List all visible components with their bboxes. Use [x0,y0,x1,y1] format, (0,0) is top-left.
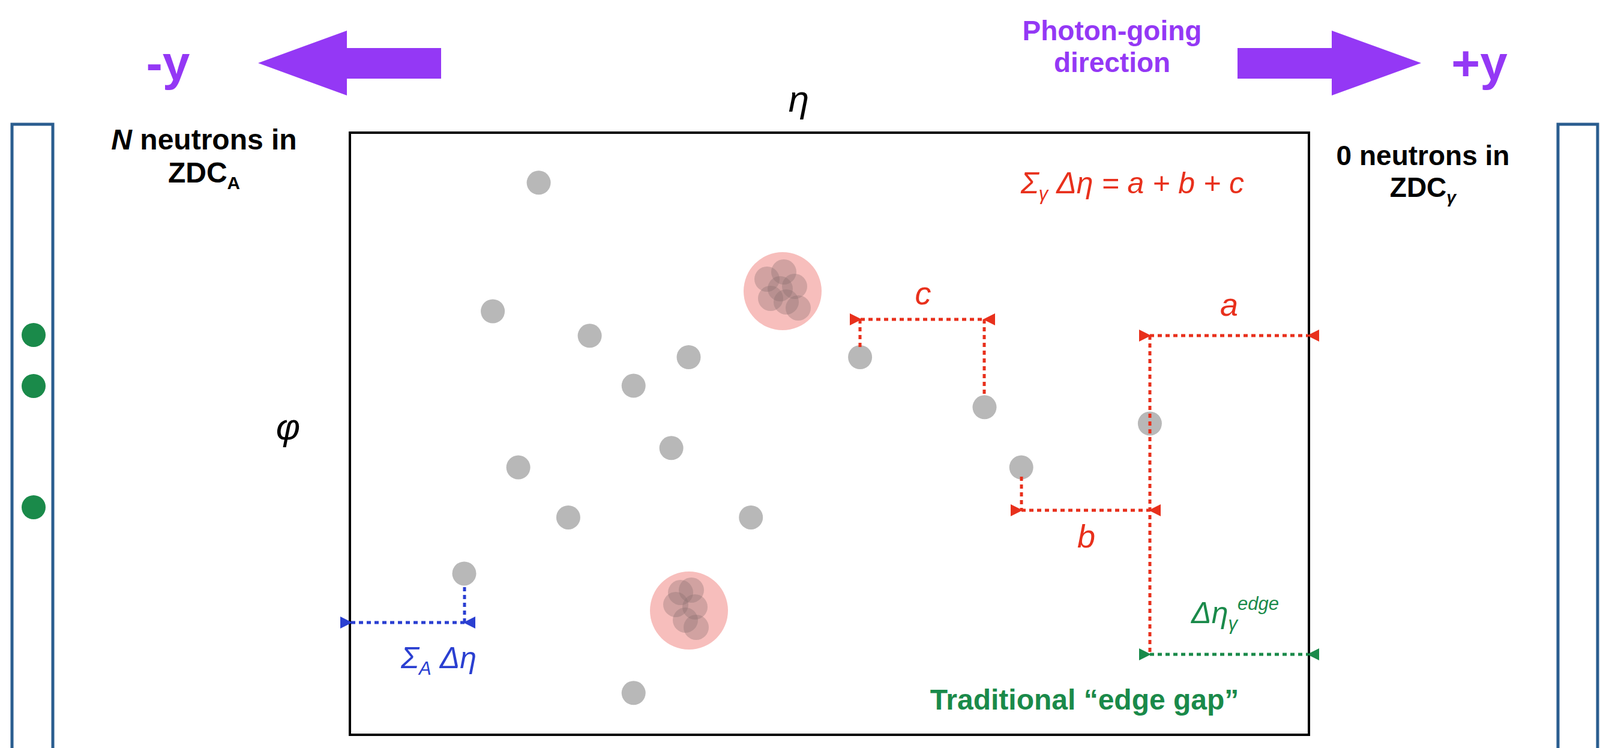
gap-sum-label: Σ [400,640,419,675]
axis-label: η [788,77,810,121]
gap-leader [463,586,467,623]
direction-arrow [258,30,442,96]
gap-label: c [915,274,932,311]
direction-arrow [1237,30,1422,96]
gap-label: a [1220,286,1239,323]
jet-cluster [743,252,822,331]
gap-bracket [1149,334,1309,338]
gap-leader [983,319,987,395]
zdc-label: 0 neutrons in ZDC [1336,139,1510,203]
gap-sum-formula: Σγ Δη = a + b + c [1020,166,1245,205]
particle-dot [659,435,684,460]
axis-label: φ [276,405,301,448]
gap-marker [351,586,465,623]
particle-dot [526,170,551,195]
gap-label: a [1220,285,1239,323]
direction-label: -y [146,35,191,91]
axis-label: η [788,78,810,120]
direction-label: +y [1451,34,1508,92]
gap-sum-label: ΣA Δη [400,640,477,679]
direction-label: +y [1451,35,1508,91]
edge-gap-bracket [1149,652,1309,656]
particle-dot [480,299,505,324]
gap-label: c [915,274,932,312]
gap-leader [858,319,862,347]
gap-bracket [351,621,465,625]
axis-label: φ [276,405,301,448]
zdc-label: γ [1446,187,1456,207]
gap-sum-label: A [418,657,432,679]
jet-cluster [649,571,728,650]
edge-gap-caption: Traditional “edge gap” [930,683,1240,716]
edge-gap-caption: Traditional “edge gap” [930,682,1240,716]
neutron-dot [21,373,46,398]
zdc-label: N [111,123,133,156]
neutron-dot [21,495,46,520]
particle-dot [556,505,581,530]
particle-dot [738,505,763,530]
edge-gap-label: γ [1227,612,1238,634]
particle-dot [506,455,531,480]
cluster-particle [683,614,709,640]
particle-dot [621,680,646,705]
neutron-dot [21,322,46,347]
direction-label: -y [146,34,191,92]
zdc-label: A [227,172,241,193]
particle-dot [621,373,646,398]
cluster-particle [667,579,694,605]
particle-dot [972,394,997,419]
gap-sum-label: Δη [439,640,477,675]
direction-label: Photon-going direction [1022,15,1203,79]
direction-label: Photon-going direction [998,15,1227,79]
gap-marker [860,319,1309,655]
gap-label: b [1077,517,1096,554]
gap-leader [1148,335,1152,655]
gap-bracket [860,318,985,322]
gap-leader [1020,476,1024,511]
cluster-particle [767,276,793,302]
gap-bracket [1021,508,1150,512]
particle-dot [452,561,477,586]
eta-phi-frame [349,132,1309,735]
zdc-detector [1557,124,1598,748]
gap-sum-formula: Σ [1020,166,1039,200]
edge-gap-label: Δη [1191,595,1228,630]
gap-sum-formula: Δη = a + b + c [1056,166,1245,200]
zdc-label: 0 neutrons in ZDCγ [1332,139,1513,208]
zdc-detector [12,124,53,748]
particle-dot [577,323,602,348]
edge-gap-label: edge [1237,592,1279,614]
particle-layer [452,170,1162,705]
particle-dot [1009,455,1034,480]
particle-dot [676,345,701,370]
cluster-particle [785,295,811,321]
gap-label: b [1077,517,1096,555]
gap-sum-formula: γ [1038,183,1049,205]
edge-gap-label: Δηγedge [1191,592,1279,634]
zdc-label: neutrons in ZDC [139,123,297,189]
particle-dot [848,345,873,370]
zdc-label: N neutrons in ZDCA [105,123,304,194]
